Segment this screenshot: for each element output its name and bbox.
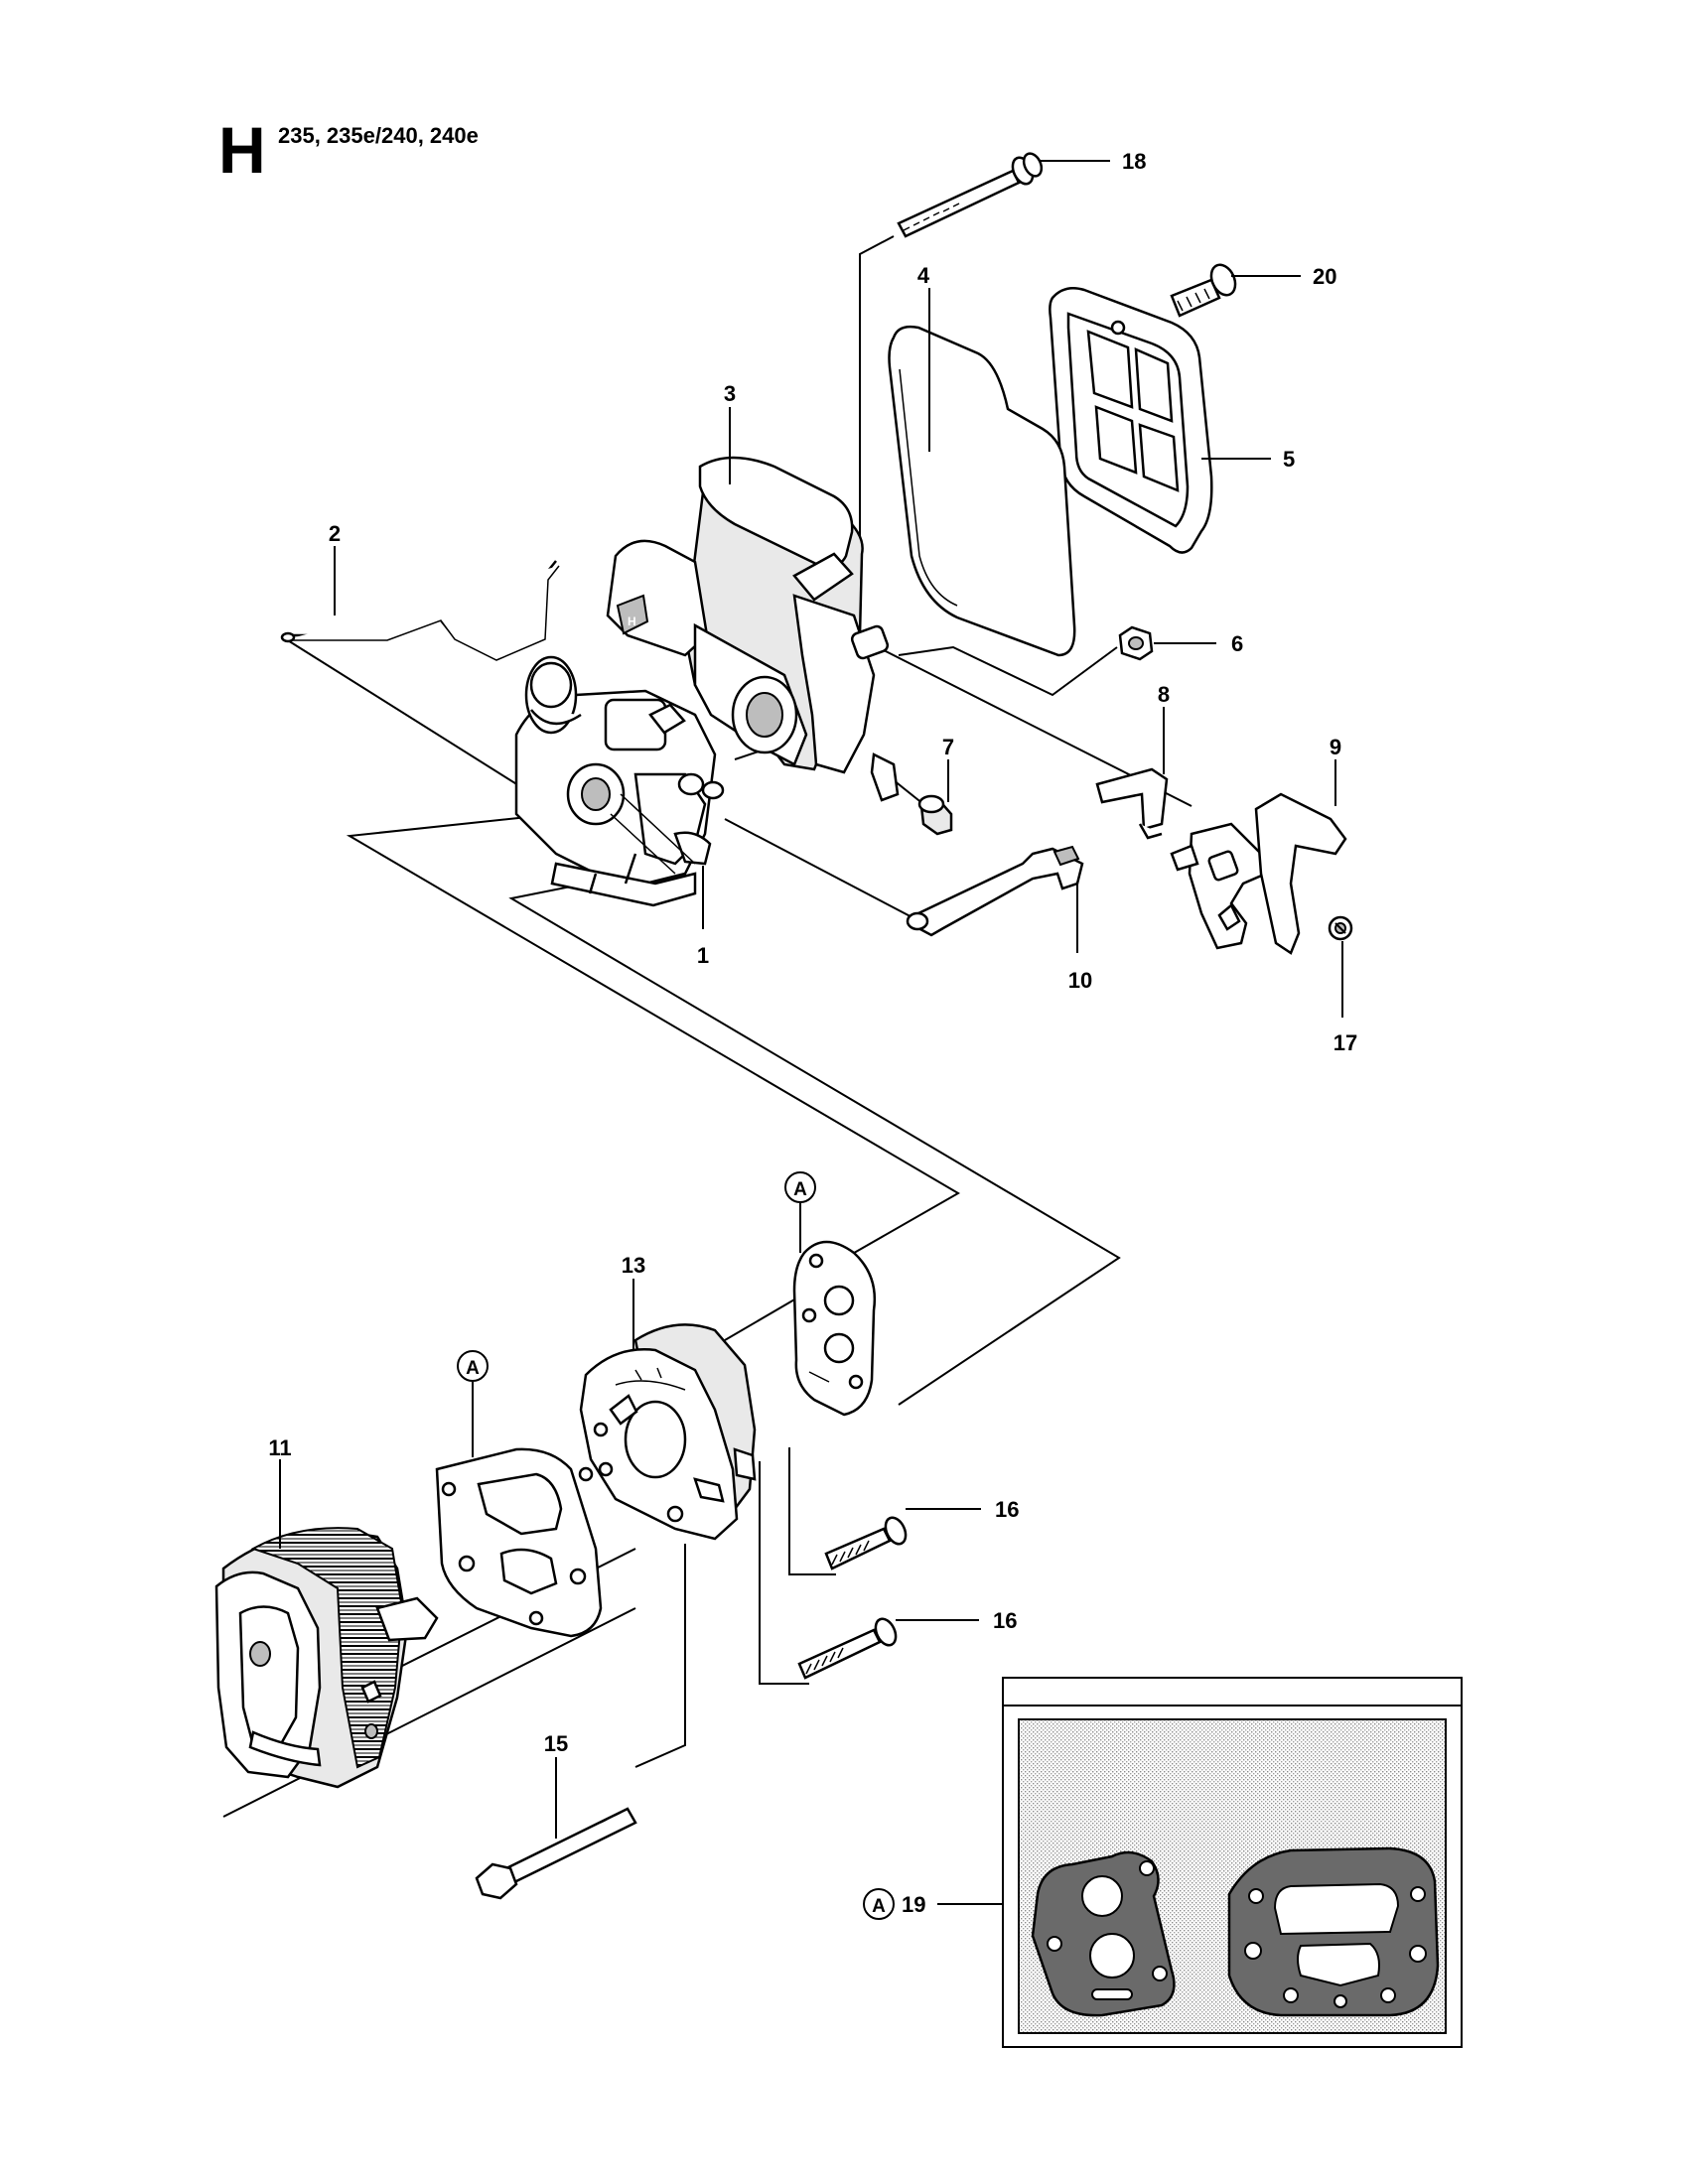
callout-3: 3 [724,381,736,406]
model-list: 235, 235e/240, 240e [278,123,479,148]
part-intake-gasket-upper [792,1240,876,1417]
part-16-bolt-lower [797,1617,898,1680]
part-intake-gasket-lower [435,1447,603,1638]
callout-11: 11 [268,1435,291,1460]
callout-9: 9 [1330,735,1341,759]
callout-10: 10 [1068,968,1092,993]
callout-8: 8 [1158,682,1170,707]
part-18-long-bolt [897,152,1044,238]
gasket-kit-inset [1002,1677,1463,2048]
callout-15: 15 [544,1731,568,1756]
leader-lines [279,160,1343,1905]
part-15-long-bolt [475,1807,637,1900]
callout-18: 18 [1122,149,1146,174]
callout-16-upper: 16 [995,1497,1019,1522]
callout-2: 2 [329,521,341,546]
part-2-choke-rod [280,560,560,661]
callout-17: 17 [1333,1030,1357,1055]
callout-13: 13 [622,1253,645,1278]
reference-mark-a-inset: A [872,1896,886,1917]
part-17-screw [1328,915,1353,941]
callout-labels: 18 20 4 5 3 2 6 7 8 9 1 10 17 13 11 16 1… [268,149,1357,1917]
part-6-nut [1118,625,1154,661]
reference-marks: A A A [457,1171,895,1920]
part-1-carburetor [514,655,725,907]
section-letter: H [218,113,266,187]
reference-mark-a-lower: A [466,1358,480,1379]
part-5-filter-frame [1049,287,1213,554]
part-11-rubber-boot [214,1527,439,1789]
part-4-air-filter [888,325,1076,657]
callout-20: 20 [1313,264,1336,289]
callout-16-lower: 16 [993,1608,1017,1633]
part-8-throttle-link [1095,767,1169,840]
part-7-spacer [917,794,953,836]
callout-4: 4 [917,263,930,288]
part-3-filter-housing: H [606,456,900,802]
part-9-throttle-trigger [1170,792,1347,955]
callout-19: 19 [902,1892,925,1917]
callout-7: 7 [942,735,954,759]
part-10-throttle-rod [906,845,1084,937]
callout-1: 1 [697,943,709,968]
part-20-short-bolt [1170,263,1237,318]
callout-5: 5 [1283,447,1295,472]
logo-mark: H [628,614,636,628]
part-16-bolt-upper [824,1516,908,1570]
reference-mark-a-upper: A [793,1179,807,1200]
part-13-intake-manifold [579,1323,757,1541]
callout-6: 6 [1231,631,1243,656]
